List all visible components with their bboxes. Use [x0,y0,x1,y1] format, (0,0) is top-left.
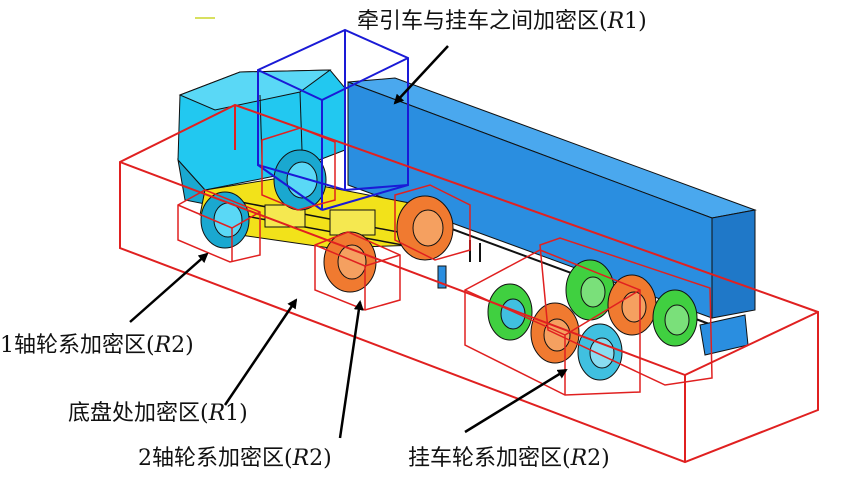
refinement-box-tractor-trailer [257,28,409,211]
label-trailer-axles-zone: 挂车轮系加密区(R2) [408,446,610,471]
wheel-front-right [273,149,327,211]
arrow-axle1 [129,252,209,323]
label-tractor-trailer-zone: 牵引车与挂车之间加密区(R1) [357,9,647,34]
label-axle2-zone: 2轴轮系加密区(R2) [138,446,332,471]
arrow-top [393,45,449,105]
refinement-box-axle1-right [261,127,336,211]
callout-arrows [129,45,568,439]
arrow-trailer-axles [464,368,568,434]
label-chassis-zone: 底盘处加密区(R1) [68,401,248,426]
arrow-chassis [223,298,298,406]
refinement-box-axle1 [177,189,261,263]
refinement-box-axle2 [314,184,471,311]
refinement-box-trailer-axles [464,237,713,396]
refinement-box-chassis [119,103,819,464]
wheel-front-left [200,191,250,249]
label-axle1-zone: 1轴轮系加密区(R2) [0,333,194,358]
wheel-drive-right [396,195,454,261]
arrow-axle2 [338,300,364,439]
wheel-drive-left [323,231,377,293]
